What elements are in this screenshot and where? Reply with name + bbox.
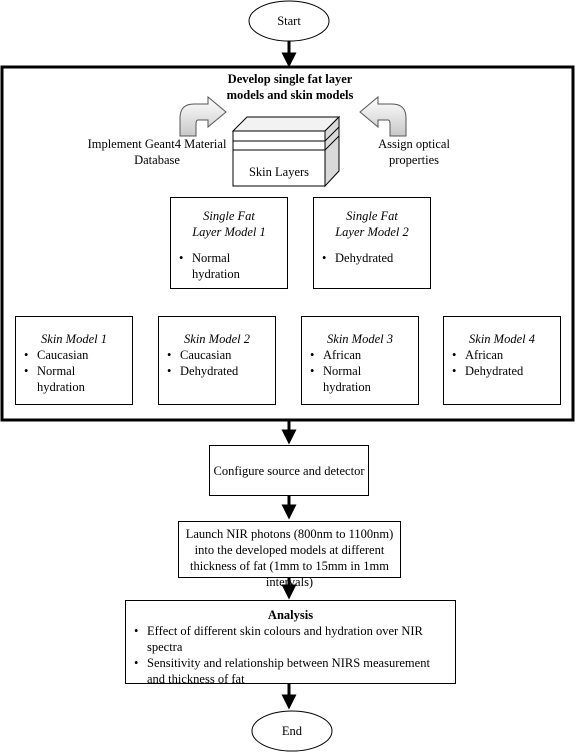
curved-arrow-right-icon <box>359 95 407 137</box>
analysis-item: Effect of different skin colours and hyd… <box>132 623 449 655</box>
configure-box: Configure source and detector <box>209 445 369 496</box>
skin-model-item: African <box>450 347 554 363</box>
skin-model-title: Skin Model 2 <box>184 332 250 346</box>
skin-model-box-3: Skin Model 3 African Normal hydration <box>301 316 419 405</box>
skin-model-item: Caucasian <box>22 347 126 363</box>
skin-layers-label: Skin Layers <box>248 165 310 179</box>
end-label: End <box>281 724 303 738</box>
fat-model-box-1: Single Fat Layer Model 1 Normal hydratio… <box>170 197 288 289</box>
skin-model-item: Dehydrated <box>450 363 554 379</box>
configure-label: Configure source and detector <box>213 463 365 478</box>
skin-model-box-1: Skin Model 1 Caucasian Normal hydration <box>15 316 133 405</box>
assign-label: Assign optical properties <box>378 137 450 167</box>
fat-model-title: Single Fat Layer Model 2 <box>335 209 409 239</box>
fat-model-title: Single Fat Layer Model 1 <box>192 209 266 239</box>
develop-title: Develop single fat layer models and skin… <box>226 72 354 102</box>
skin-model-item: Normal hydration <box>308 363 412 395</box>
skin-model-title: Skin Model 4 <box>469 332 535 346</box>
start-label: Start <box>277 14 301 28</box>
skin-model-box-2: Skin Model 2 Caucasian Dehydrated <box>158 316 276 405</box>
skin-layers-block-icon <box>231 115 341 188</box>
end-node-shape <box>251 710 333 752</box>
skin-model-item: Dehydrated <box>165 363 269 379</box>
launch-box: Launch NIR photons (800nm to 1100nm) int… <box>178 521 401 589</box>
skin-model-item: African <box>308 347 412 363</box>
fat-model-item: Dehydrated <box>320 250 424 266</box>
analysis-box: Analysis Effect of different skin colour… <box>125 600 456 687</box>
fat-model-item: Normal hydration <box>177 250 281 282</box>
launch-label: Launch NIR photons (800nm to 1100nm) int… <box>185 527 394 589</box>
skin-model-item: Caucasian <box>165 347 269 363</box>
skin-model-title: Skin Model 1 <box>41 332 107 346</box>
analysis-title: Analysis <box>267 608 314 622</box>
analysis-item: Sensitivity and relationship between NIR… <box>132 655 449 687</box>
skin-model-title: Skin Model 3 <box>327 332 393 346</box>
implement-label: Implement Geant4 Material Database <box>87 137 227 167</box>
skin-model-box-4: Skin Model 4 African Dehydrated <box>443 316 561 405</box>
fat-model-box-2: Single Fat Layer Model 2 Dehydrated <box>313 197 431 289</box>
curved-arrow-left-icon <box>179 95 227 137</box>
skin-model-item: Normal hydration <box>22 363 126 395</box>
